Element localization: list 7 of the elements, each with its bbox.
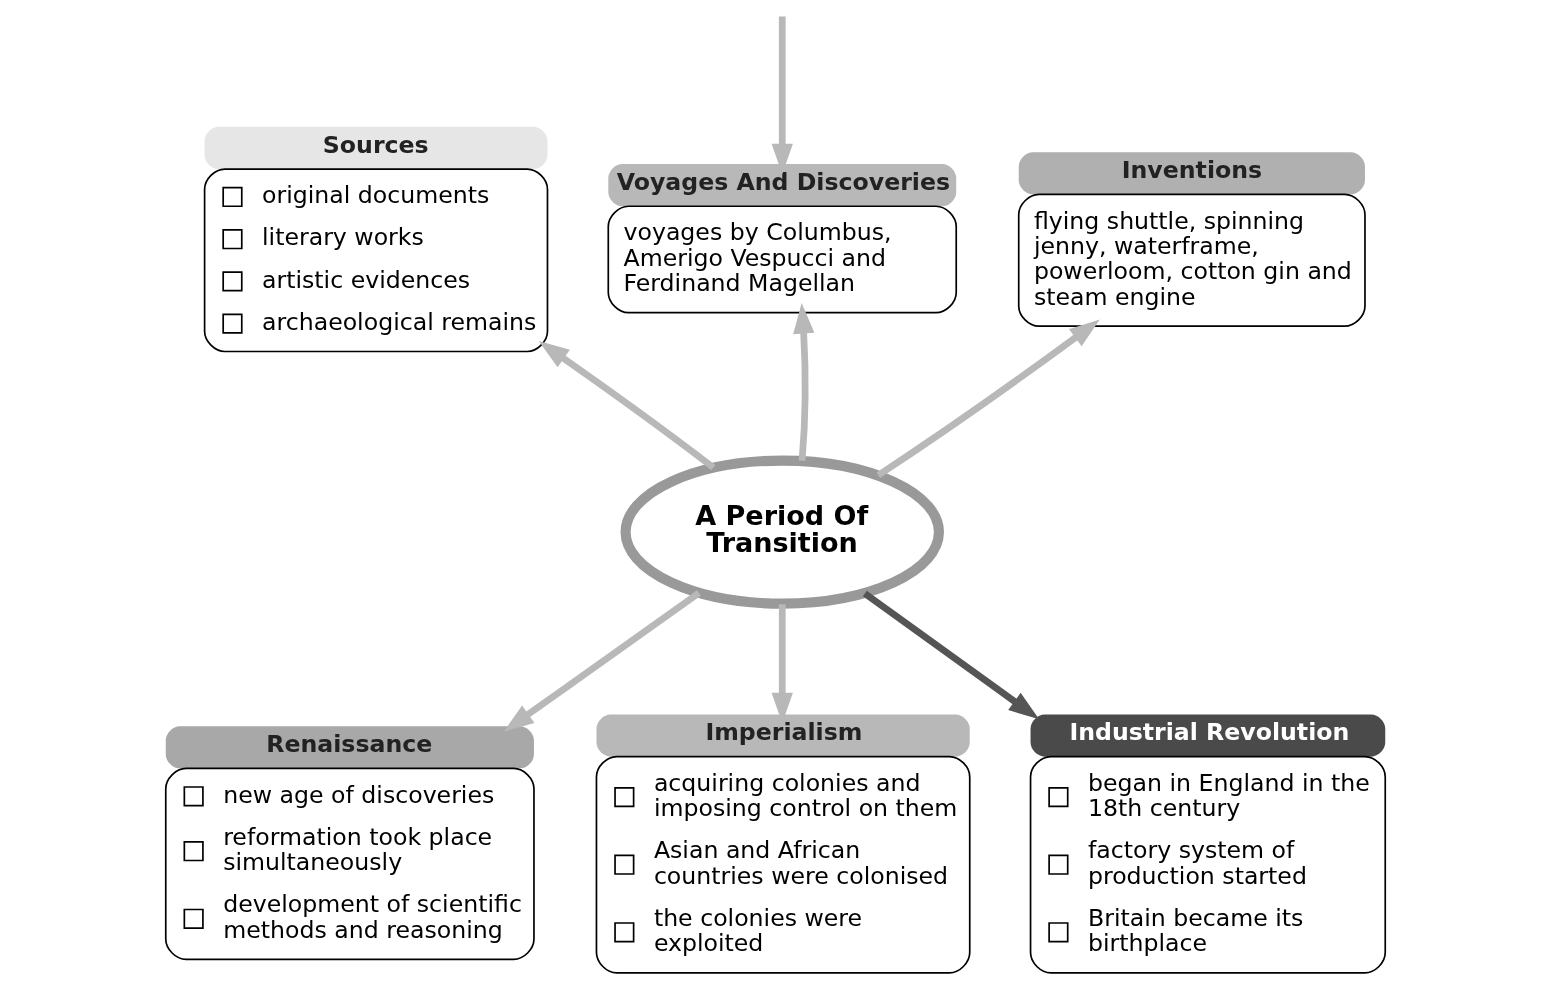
arrow	[538, 341, 716, 471]
node-ellipse: A Period Of Transition	[620, 455, 944, 609]
arrow	[876, 319, 1100, 479]
arrow	[503, 590, 701, 732]
arrow	[771, 16, 793, 175]
arrow	[862, 590, 1040, 720]
arrow	[793, 303, 815, 461]
